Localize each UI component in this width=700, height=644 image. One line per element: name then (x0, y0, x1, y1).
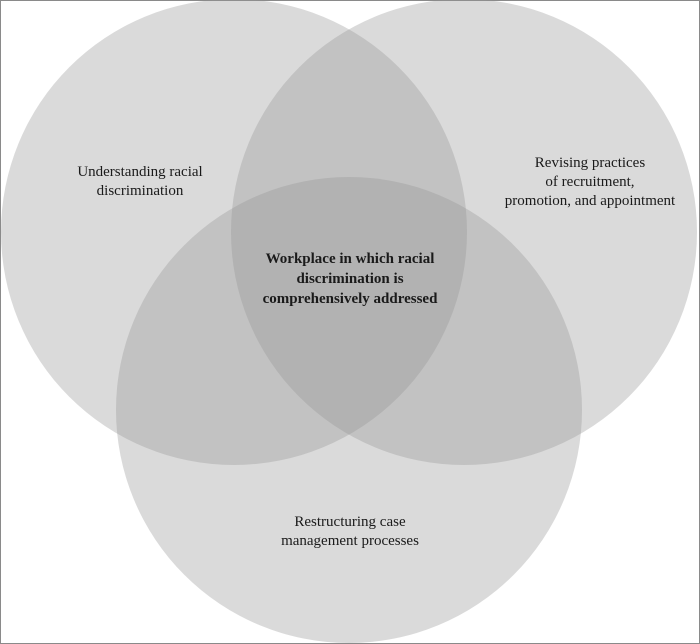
label-center-workplace: Workplace in which racial discrimination… (262, 251, 438, 307)
label-restructuring-case-management: Restructuring case management processes (281, 514, 419, 549)
circle-right (231, 0, 697, 465)
label-revising-practices: Revising practices of recruitment, promo… (504, 155, 676, 209)
label-understanding-racial-discrimination: Understanding racial discrimination (77, 164, 203, 199)
circle-left (1, 0, 467, 465)
circle-bottom (116, 177, 582, 643)
